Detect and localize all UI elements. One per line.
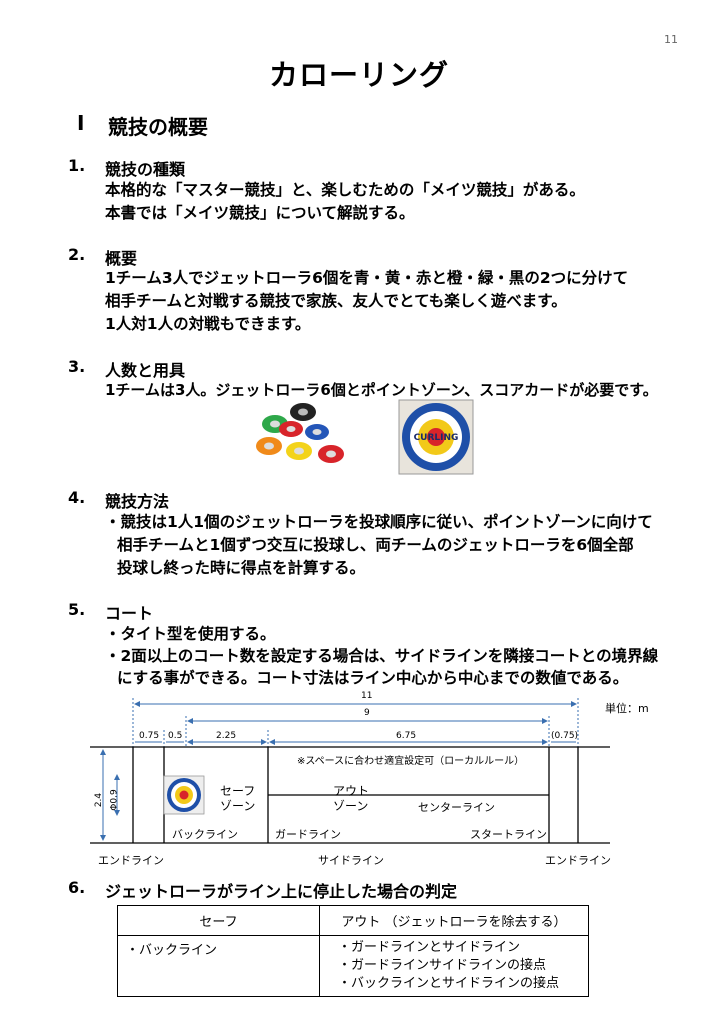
dim-height: 2.4 bbox=[94, 792, 105, 808]
roller-orange bbox=[256, 437, 282, 455]
item-2-line-2: 相手チームと対戦する競技で家族、友人でとても楽しく遊べます。 bbox=[105, 292, 567, 310]
judgement-table: セーフ アウト （ジェットローラを除去する） ・バックライン ・ガードラインとサ… bbox=[117, 905, 589, 997]
dim-225: 2.25 bbox=[216, 731, 237, 741]
item-1-number: 1. bbox=[68, 156, 86, 175]
target-logo-text: CURLING bbox=[414, 433, 459, 443]
dim-05: 0.5 bbox=[168, 731, 183, 741]
item-5-line-3: にする事ができる。コート寸法はライン中心から中心までの数値である。 bbox=[117, 669, 629, 687]
section-numeral: Ⅰ bbox=[77, 111, 85, 135]
roller-blue bbox=[305, 424, 329, 440]
safe-item: ・バックライン bbox=[126, 943, 218, 958]
roller-red-2 bbox=[318, 445, 344, 463]
court-note: ※スペースに合わせ適宜設定可（ローカルルール） bbox=[297, 756, 525, 767]
label-end-line-right: エンドライン bbox=[545, 854, 611, 867]
roller-black bbox=[290, 403, 316, 421]
section-title: 競技の概要 bbox=[108, 115, 208, 139]
out-item: ・ガードラインサイドラインの接点 bbox=[338, 958, 547, 973]
header-safe: セーフ bbox=[117, 905, 320, 936]
item-6-number: 6. bbox=[68, 878, 86, 897]
safe-cell: ・バックライン bbox=[117, 935, 320, 997]
item-3-line-1: 1チームは3人。ジェットローラ6個とポイントゾーン、スコアカードが必要です。 bbox=[105, 381, 658, 399]
label-safe-1: セーフ bbox=[220, 784, 256, 798]
court-diagram bbox=[90, 698, 610, 844]
item-1-heading: 競技の種類 bbox=[105, 160, 186, 179]
item-5-line-1: ・タイト型を使用する。 bbox=[105, 625, 276, 643]
item-5-heading: コート bbox=[105, 604, 154, 623]
court-target bbox=[163, 775, 205, 815]
label-out-1: アウト bbox=[333, 784, 370, 798]
page-number: 11 bbox=[664, 33, 678, 46]
item-2-number: 2. bbox=[68, 245, 86, 264]
jet-rollers-image bbox=[256, 403, 344, 463]
item-4-line-2: 相手チームと1個ずつ交互に投球し、両チームのジェットローラを6個全部 bbox=[117, 536, 634, 554]
point-zone-mat-image: CURLING bbox=[398, 399, 474, 475]
label-side-line: サイドライン bbox=[318, 854, 384, 867]
item-1-line-1: 本格的な「マスター競技」と、楽しむための「メイツ競技」がある。 bbox=[105, 181, 585, 199]
roller-red bbox=[279, 421, 303, 437]
item-2-heading: 概要 bbox=[105, 249, 138, 268]
item-3-number: 3. bbox=[68, 357, 86, 376]
out-cell: ・ガードラインとサイドライン ・ガードラインサイドラインの接点 ・バックラインと… bbox=[319, 935, 589, 997]
item-2-line-3: 1人対1人の対戦もできます。 bbox=[105, 315, 311, 333]
item-4-heading: 競技方法 bbox=[105, 492, 170, 511]
item-4-line-1: ・競技は1人1個のジェットローラを投球順序に従い、ポイントゾーンに向けて bbox=[105, 513, 653, 531]
label-center-line: センターライン bbox=[418, 801, 495, 814]
dim-675: 6.75 bbox=[396, 731, 417, 741]
court-unit: 単位：m bbox=[605, 702, 649, 715]
out-item: ・バックラインとサイドラインの接点 bbox=[338, 976, 560, 991]
item-5-number: 5. bbox=[68, 600, 86, 619]
item-5-line-2: ・2面以上のコート数を設定する場合は、サイドラインを隣接コートとの境界線 bbox=[105, 647, 659, 665]
label-guard-line: ガードライン bbox=[275, 828, 341, 841]
label-safe-2: ゾーン bbox=[220, 799, 256, 813]
judgement-header-row: セーフ アウト （ジェットローラを除去する） bbox=[117, 905, 589, 936]
dim-total: 11 bbox=[361, 691, 373, 701]
dim-diameter: Φ0.9 bbox=[109, 789, 120, 811]
label-out-2: ゾーン bbox=[333, 799, 369, 813]
page-title: カローリング bbox=[269, 58, 450, 92]
item-4-line-3: 投球し終った時に得点を計算する。 bbox=[117, 559, 366, 577]
header-out: アウト （ジェットローラを除去する） bbox=[319, 905, 589, 936]
dim-inner: 9 bbox=[364, 708, 370, 718]
item-3-heading: 人数と用具 bbox=[105, 361, 186, 380]
label-start-line: スタートライン bbox=[470, 828, 547, 841]
item-1-line-2: 本書では「メイツ競技」について解説する。 bbox=[105, 204, 415, 222]
out-item: ・ガードラインとサイドライン bbox=[338, 940, 521, 955]
item-6-heading: ジェットローラがライン上に停止した場合の判定 bbox=[105, 882, 458, 901]
item-2-line-1: 1チーム3人でジェットローラ6個を青・黄・赤と橙・緑・黒の2つに分けて bbox=[105, 269, 629, 287]
roller-yellow bbox=[286, 442, 312, 460]
item-4-number: 4. bbox=[68, 488, 86, 507]
dim-075: 0.75 bbox=[139, 731, 160, 741]
label-back-line: バックライン bbox=[172, 828, 238, 841]
judgement-body-row: ・バックライン ・ガードラインとサイドライン ・ガードラインサイドラインの接点 … bbox=[117, 935, 589, 997]
dim-075-paren: (0.75) bbox=[551, 731, 579, 741]
label-end-line-left: エンドライン bbox=[98, 854, 164, 867]
